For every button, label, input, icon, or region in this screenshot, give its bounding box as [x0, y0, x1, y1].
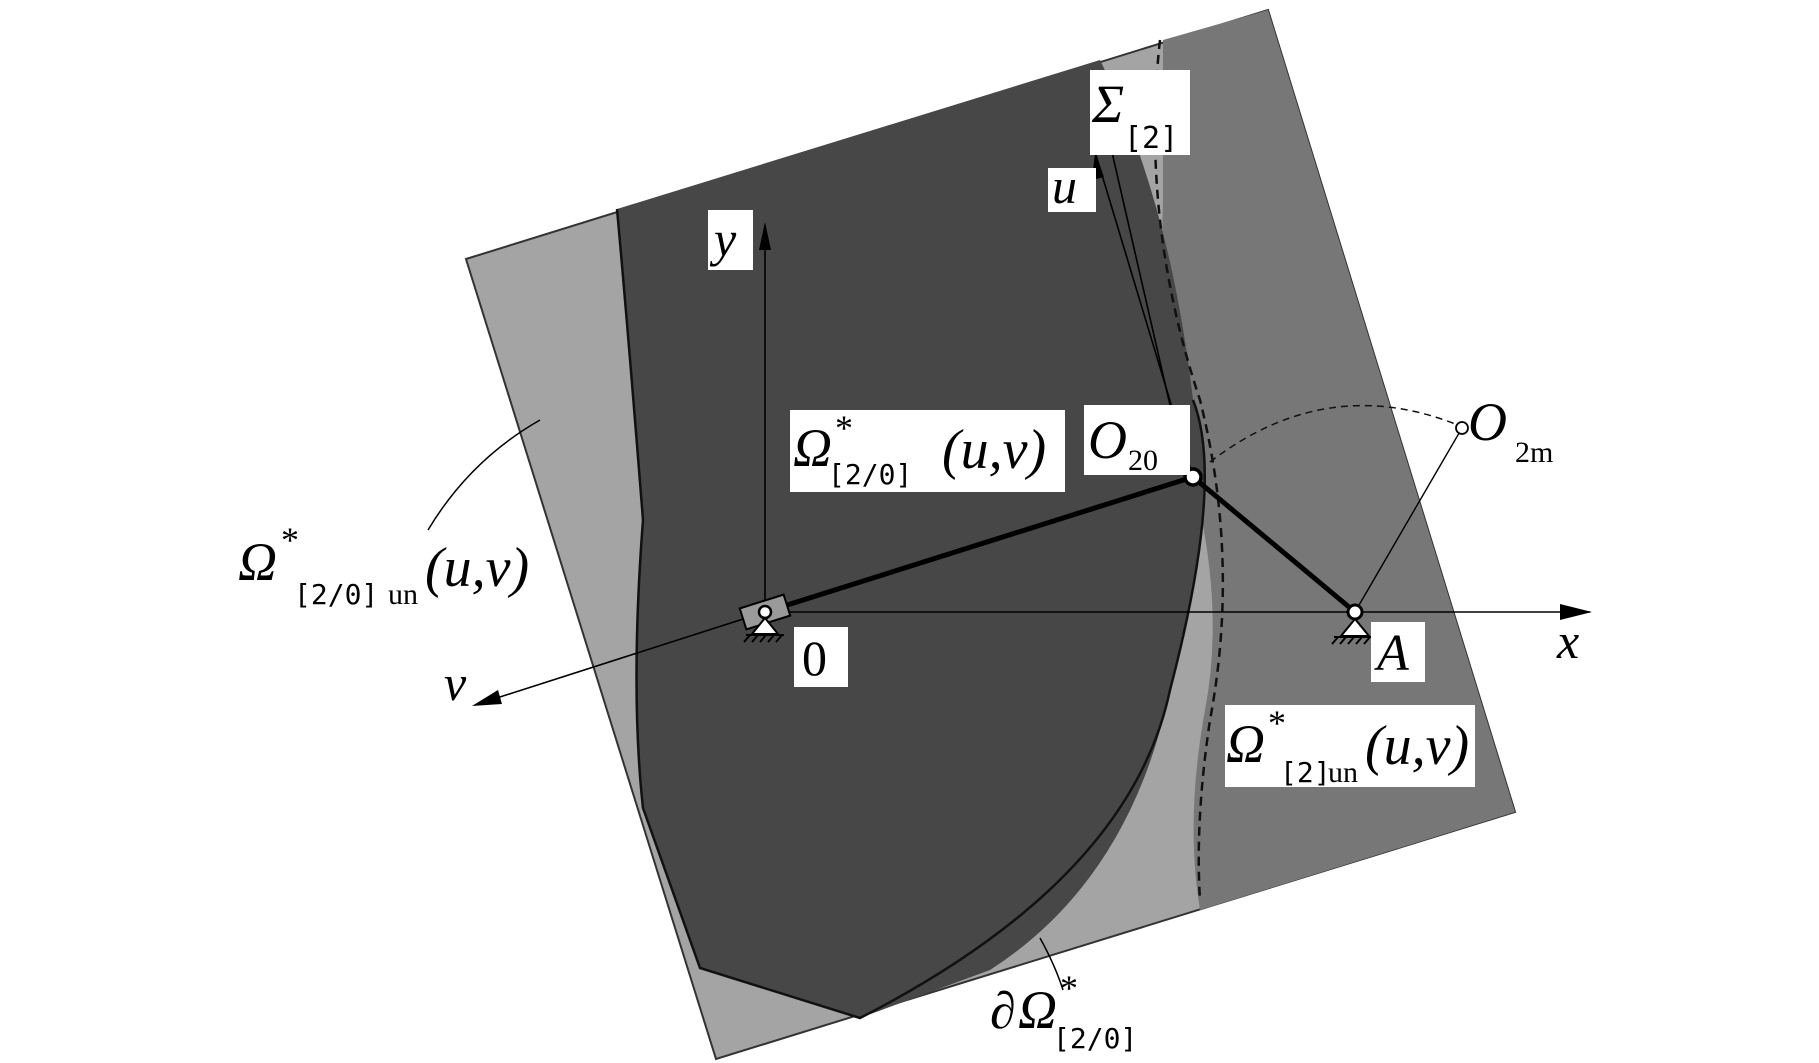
point-a-label-bg	[1371, 622, 1425, 682]
o20-label-bg	[1084, 405, 1190, 475]
omega2un-star: *	[1268, 703, 1286, 743]
o2m-label: O	[1468, 392, 1507, 452]
pivot-a-ground-icon	[1331, 617, 1376, 645]
origin-pivot	[757, 604, 773, 620]
omega2un-label-bg	[1225, 705, 1475, 787]
sigma-line	[1099, 99, 1179, 441]
omega20un-subscript: [2/0]	[294, 578, 378, 611]
omega2un-args: (u,v)	[1365, 715, 1469, 777]
origin-ground-icon	[743, 616, 784, 643]
pivot-a	[1346, 603, 1364, 621]
omega2un-symbol: Ω	[1226, 714, 1265, 774]
omega20un-symbol: Ω	[238, 532, 277, 592]
boundary-partial: ∂	[990, 983, 1016, 1040]
x-axis-arrowhead	[1560, 604, 1592, 620]
omega20-subscript: [2/0]	[828, 458, 912, 491]
o2m-line	[1354, 427, 1463, 613]
x-axis-label: x	[1556, 613, 1579, 669]
boundary-symbol: Ω	[1018, 980, 1057, 1040]
y-axis-label: y	[709, 211, 737, 267]
omega20-label-bg	[790, 410, 1065, 492]
rocker-link	[1191, 475, 1357, 614]
o20-subscript: 20	[1128, 444, 1158, 477]
sigma-subscript: [2]	[1124, 121, 1178, 156]
v-axis-label: v	[444, 655, 467, 711]
dashed-arc	[1209, 404, 1466, 463]
point-a-label: A	[1374, 625, 1409, 682]
crank-link	[764, 474, 1194, 615]
o20-label: O	[1088, 410, 1127, 470]
sigma-label-bg	[1090, 70, 1190, 155]
dashed-boundary-curve	[1153, 39, 1225, 901]
u-label-bg	[1048, 168, 1096, 212]
omega2un-subscript: [2]	[1280, 756, 1331, 789]
omega20-star: *	[835, 408, 853, 448]
region-omega-2-un	[1162, 10, 1515, 910]
leader-omega-un	[427, 419, 541, 531]
u-axis-label: u	[1052, 158, 1077, 214]
omega20un-args: (u,v)	[425, 537, 529, 599]
omega20un-subscript-un: un	[388, 578, 418, 611]
omega2un-subscript-un: un	[1328, 756, 1358, 789]
o2m-subscript: 2m	[1515, 436, 1553, 469]
boundary-star: *	[1060, 968, 1078, 1008]
sigma-label: Σ	[1091, 74, 1124, 134]
boundary-subscript: [2/0]	[1053, 1022, 1137, 1055]
omega20-symbol: Ω	[793, 418, 832, 478]
omega20-args: (u,v)	[942, 419, 1046, 481]
y-axis-arrowhead	[759, 222, 771, 250]
leader-boundary	[1039, 937, 1064, 991]
v-axis-arrowhead	[472, 690, 502, 706]
origin-label: 0	[802, 630, 827, 686]
region-omega-2-0	[617, 60, 1205, 1018]
y-label-bg	[708, 210, 753, 270]
dark-region-boundary	[615, 208, 1206, 1020]
point-o2m	[1455, 421, 1469, 435]
v-axis	[474, 611, 766, 706]
omega20un-star: *	[281, 520, 299, 560]
origin-label-bg	[794, 627, 848, 687]
